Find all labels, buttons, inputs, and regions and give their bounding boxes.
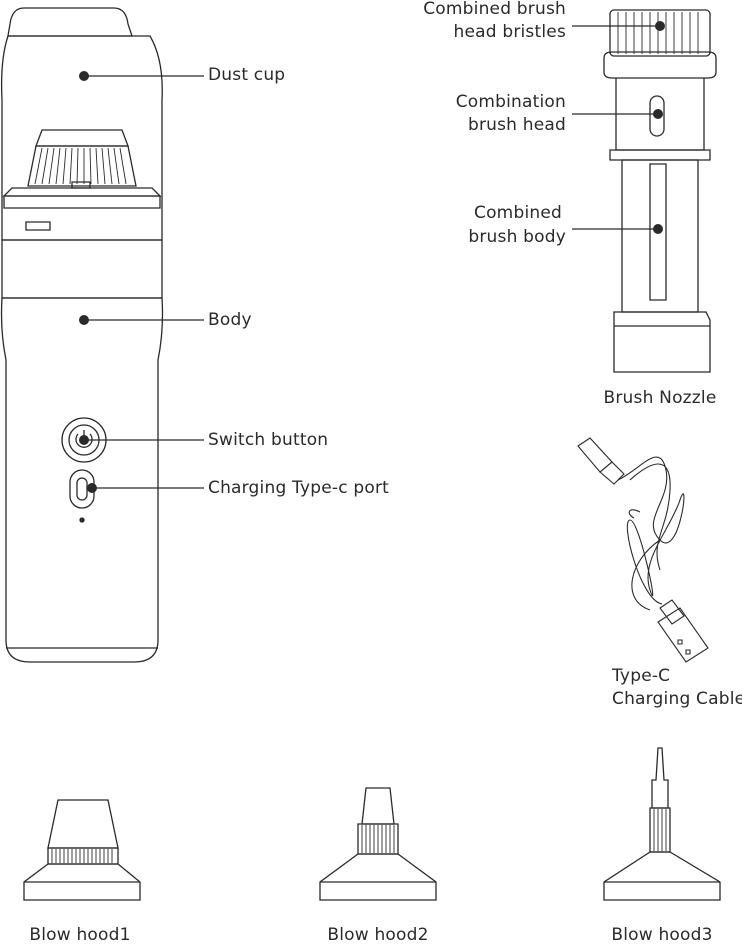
brush-collar: [610, 150, 710, 160]
label-dust-cup: Dust cup: [208, 65, 286, 85]
vacuum-illustration: [2, 8, 163, 662]
label-brush-head-line2: brush head: [467, 115, 566, 135]
blow-hood3-nozzle: [652, 748, 668, 808]
blow-hood3-grip: [650, 808, 670, 852]
usb-hole-1: [678, 640, 682, 644]
blow-hood2-illustration: [320, 788, 436, 900]
charging-port: [77, 478, 87, 500]
blow-hood2-grip-lines: [362, 825, 394, 853]
label-charging-port: Charging Type-c port: [208, 478, 390, 498]
blow-hood3-grip-lines: [654, 809, 666, 851]
body: [2, 298, 163, 662]
charging-cable-illustration: [578, 438, 708, 662]
collar-band: [2, 240, 162, 298]
usb-strain-relief: [660, 600, 684, 624]
indicator-light: [80, 518, 84, 522]
label-bristles-line2: head bristles: [453, 22, 566, 42]
blow-hood1-illustration: [24, 800, 140, 900]
blow-hood3-illustration: [604, 748, 720, 900]
label-switch-button: Switch button: [208, 430, 329, 450]
blow-hood1-grip-lines: [52, 849, 112, 863]
bristle-lines: [618, 12, 698, 54]
vacuum-callouts: [79, 71, 204, 493]
brush-callouts: [572, 21, 665, 234]
label-blow-hood1: Blow hood1: [29, 925, 131, 945]
dust-cup-cap: [8, 8, 132, 36]
label-bristles-line1: Combined brush: [423, 0, 566, 19]
blow-hood1-grip: [48, 848, 118, 864]
type-c-housing: [600, 462, 624, 484]
label-blow-hood3: Blow hood3: [611, 925, 713, 945]
brush-body-slot: [650, 164, 666, 300]
label-cable-line1: Type-C: [612, 666, 671, 686]
brush-head-release: [650, 96, 664, 136]
label-brush-body-line2: brush body: [468, 227, 566, 247]
blow-hood2-tip: [362, 788, 394, 824]
filter-body: [28, 146, 136, 186]
cable-coil: [618, 457, 684, 610]
blow-hood3-base: [604, 852, 720, 900]
filter-tab: [72, 182, 90, 188]
cup-latch: [26, 222, 50, 230]
label-brush-body-line1: Combined: [474, 203, 562, 223]
dust-cup: [2, 36, 163, 240]
filter-cap: [36, 130, 128, 146]
filter-base: [4, 196, 160, 208]
blow-hood2-base: [320, 854, 436, 900]
brush-nozzle-illustration: [604, 10, 716, 372]
label-cable-line2: Charging Cable: [612, 689, 742, 709]
brush-body: [622, 160, 698, 312]
filter-rim: [4, 188, 160, 196]
brush-head: [604, 52, 716, 78]
usb-a-connector: [658, 608, 708, 662]
label-body: Body: [208, 310, 252, 330]
label-brush-head-line1: Combination: [455, 92, 566, 112]
usb-hole-2: [686, 650, 690, 654]
filter-pleats: [35, 148, 126, 184]
blow-hood1-tip: [48, 800, 118, 848]
brush-bristles: [610, 10, 710, 56]
brush-nozzle-base: [614, 312, 710, 372]
power-icon: [76, 434, 92, 447]
label-blow-hood2: Blow hood2: [327, 925, 429, 945]
label-brush-nozzle: Brush Nozzle: [603, 388, 717, 408]
